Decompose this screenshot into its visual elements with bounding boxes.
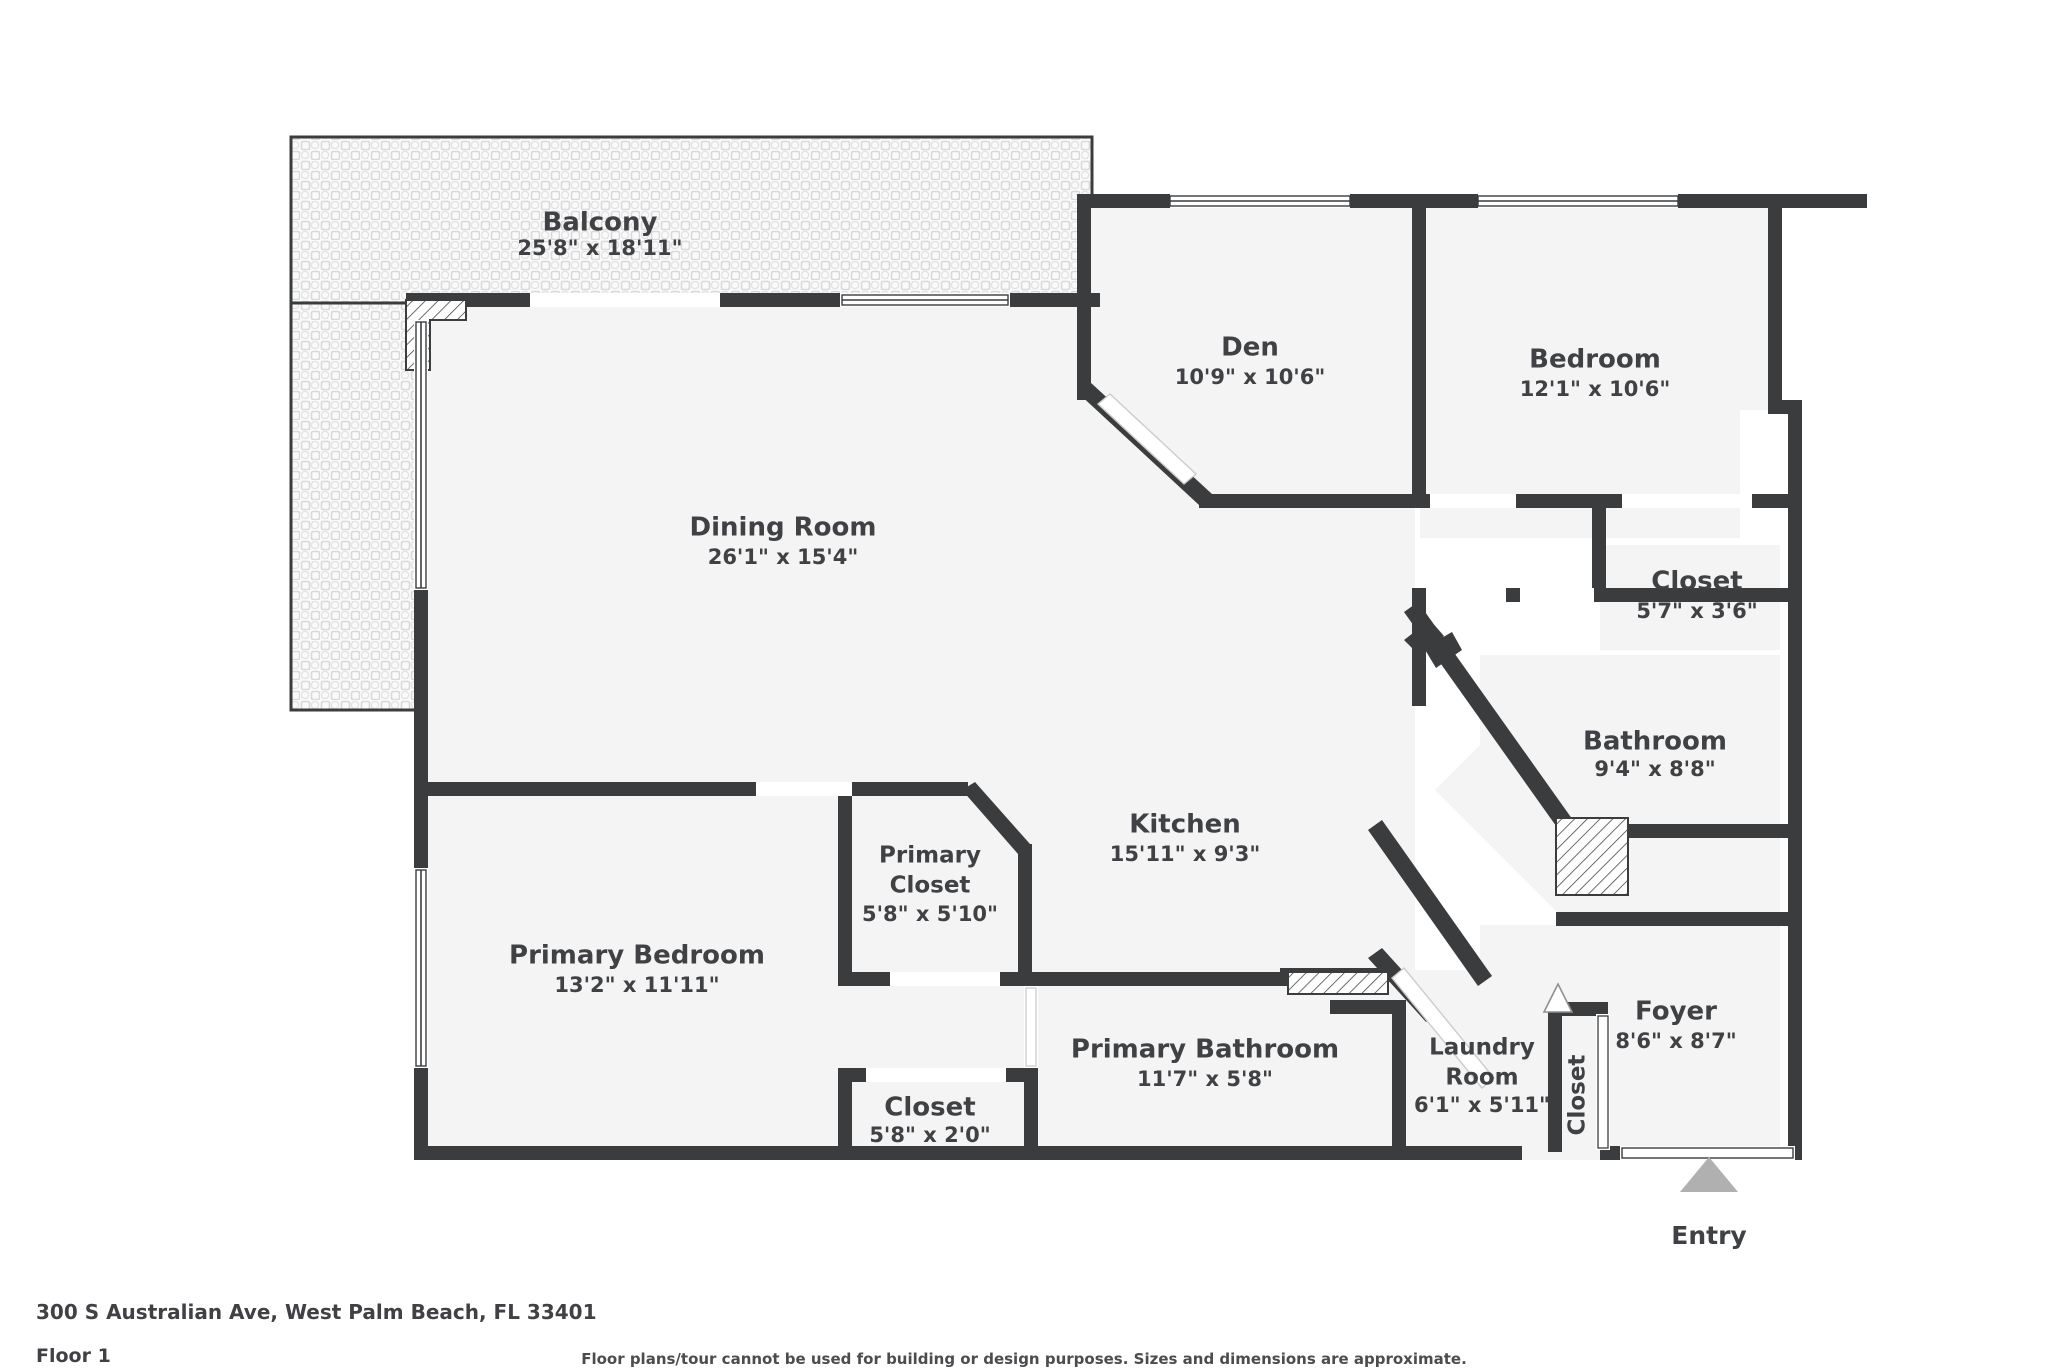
door-den-dining xyxy=(1096,393,1198,485)
svg-text:5'8" x 2'0": 5'8" x 2'0" xyxy=(869,1123,990,1147)
svg-text:5'8" x 5'10": 5'8" x 5'10" xyxy=(862,902,998,926)
svg-text:10'9" x 10'6": 10'9" x 10'6" xyxy=(1175,365,1326,389)
slider-dining-left xyxy=(530,293,720,307)
door-closet-hall xyxy=(1426,588,1506,602)
svg-text:Bathroom: Bathroom xyxy=(1583,727,1727,757)
svg-text:Den: Den xyxy=(1221,333,1279,363)
label-primary-closet: Primary Closet 5'8" x 5'10" xyxy=(862,843,998,927)
openings xyxy=(414,194,1795,1160)
floor-line: Floor 1 xyxy=(36,1345,111,1367)
label-primary-bathroom: Primary Bathroom 11'7" x 5'8" xyxy=(1071,1035,1339,1092)
label-primary-bedroom: Primary Bedroom 13'2" x 11'11" xyxy=(509,941,765,998)
svg-text:Bedroom: Bedroom xyxy=(1529,345,1661,375)
window-den-top xyxy=(1169,194,1351,208)
window-primary-bedroom-west xyxy=(414,868,428,1068)
label-foyer: Foyer 8'6" x 8'7" xyxy=(1615,997,1736,1054)
svg-text:Closet: Closet xyxy=(890,873,971,899)
room-label-balcony: Balcony xyxy=(542,208,657,238)
svg-text:5'7" x 3'6": 5'7" x 3'6" xyxy=(1636,599,1757,623)
label-den: Den 10'9" x 10'6" xyxy=(1175,333,1326,390)
svg-text:Kitchen: Kitchen xyxy=(1129,810,1241,840)
door-primary-bathroom xyxy=(1024,986,1038,1068)
door-bedroom xyxy=(1430,494,1516,508)
svg-text:Closet: Closet xyxy=(1565,1055,1591,1136)
svg-text:11'7" x 5'8": 11'7" x 5'8" xyxy=(1137,1067,1273,1091)
label-kitchen: Kitchen 15'11" x 9'3" xyxy=(1110,810,1261,867)
label-bathroom: Bathroom 9'4" x 8'8" xyxy=(1583,727,1727,782)
entry-marker-group: Entry xyxy=(1671,1157,1747,1250)
label-closet-bedroom: Closet 5'7" x 3'6" xyxy=(1636,567,1757,624)
hatched-structures xyxy=(405,299,1629,995)
svg-text:Primary Bathroom: Primary Bathroom xyxy=(1071,1035,1339,1065)
slider-dining-right xyxy=(840,293,1010,307)
svg-text:12'1" x 10'6": 12'1" x 10'6" xyxy=(1520,377,1671,401)
door-closet-hall-2 xyxy=(1520,588,1594,602)
svg-text:Closet: Closet xyxy=(1651,567,1742,597)
svg-text:15'11" x 9'3": 15'11" x 9'3" xyxy=(1110,842,1261,866)
svg-text:Primary: Primary xyxy=(879,843,981,869)
window-bedroom-top xyxy=(1477,194,1679,208)
door-foyer-closet xyxy=(1596,1014,1610,1150)
door-bedroom-closet xyxy=(1622,494,1752,508)
label-dining-room: Dining Room 26'1" x 15'4" xyxy=(690,513,877,570)
label-closet-foyer: Closet xyxy=(1565,1055,1591,1136)
door-entry xyxy=(1620,1146,1795,1160)
entry-triangle-icon xyxy=(1680,1157,1738,1192)
address-line: 300 S Australian Ave, West Palm Beach, F… xyxy=(36,1300,597,1324)
svg-text:Foyer: Foyer xyxy=(1635,997,1717,1027)
svg-text:Room: Room xyxy=(1445,1065,1518,1091)
svg-text:13'2" x 11'11": 13'2" x 11'11" xyxy=(554,973,719,997)
svg-text:26'1" x 15'4": 26'1" x 15'4" xyxy=(708,545,859,569)
svg-text:9'4" x 8'8": 9'4" x 8'8" xyxy=(1594,757,1715,781)
svg-text:8'6" x 8'7": 8'6" x 8'7" xyxy=(1615,1029,1736,1053)
room-labels: Den 10'9" x 10'6" Bedroom 12'1" x 10'6" … xyxy=(509,333,1758,1148)
room-dim-balcony: 25'8" x 18'11" xyxy=(517,236,682,260)
slider-dining-west xyxy=(414,320,428,590)
door-laundry xyxy=(1391,967,1574,1089)
svg-text:Dining Room: Dining Room xyxy=(690,513,877,543)
label-bedroom: Bedroom 12'1" x 10'6" xyxy=(1520,345,1671,402)
disclaimer-line: Floor plans/tour cannot be used for buil… xyxy=(581,1350,1467,1368)
svg-text:Closet: Closet xyxy=(884,1093,975,1123)
door-primary-closet xyxy=(890,972,1000,986)
entry-label: Entry xyxy=(1671,1221,1746,1250)
label-laundry-room: Laundry Room 6'1" x 5'11" xyxy=(1414,1035,1550,1118)
door-closet-primary xyxy=(866,1068,1006,1082)
svg-text:Primary Bedroom: Primary Bedroom xyxy=(509,941,765,971)
svg-text:6'1" x 5'11": 6'1" x 5'11" xyxy=(1414,1093,1550,1117)
svg-text:Laundry: Laundry xyxy=(1429,1035,1535,1061)
door-primary-bedroom xyxy=(756,782,852,796)
label-closet-primary-bedroom: Closet 5'8" x 2'0" xyxy=(869,1093,990,1148)
